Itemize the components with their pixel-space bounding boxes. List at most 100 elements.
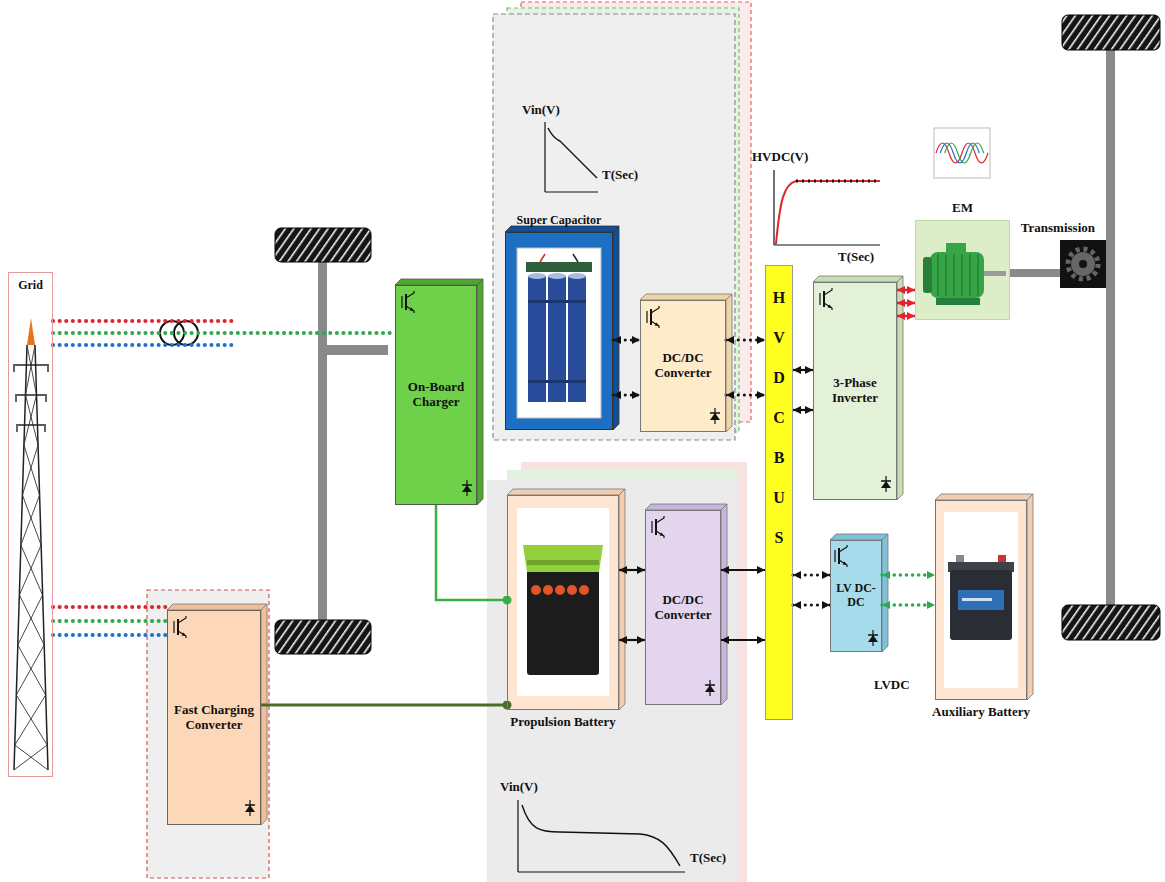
motor-box: EM	[915, 220, 1010, 320]
connector-line	[53, 343, 235, 347]
motor-picture	[946, 243, 966, 253]
battery-panel	[487, 462, 747, 882]
grid-source: Grid	[8, 272, 53, 777]
connector-line	[793, 604, 830, 607]
battery-voltage-plot	[518, 800, 685, 872]
power-tower	[13, 318, 49, 770]
box-label: HVDCBUS	[771, 278, 787, 558]
switch-symbol	[835, 545, 847, 567]
switch-symbol	[647, 306, 659, 328]
battery-voltage-plot	[517, 800, 518, 872]
connector-line	[53, 619, 167, 623]
battery-voltage-plot	[522, 805, 680, 866]
power-tower	[35, 345, 48, 770]
connector-line	[793, 369, 813, 371]
supercap-face	[528, 273, 546, 279]
battery-face	[517, 508, 609, 696]
battery-face	[531, 585, 541, 595]
aux-battery-face	[956, 555, 964, 562]
battery-face	[619, 489, 625, 710]
power-tower	[27, 318, 35, 345]
switch-symbol	[402, 291, 414, 313]
axle	[1106, 50, 1115, 605]
connector-line	[53, 319, 235, 323]
battery-face	[543, 585, 553, 595]
connector-line	[882, 573, 935, 577]
connector	[53, 607, 167, 635]
supercap-face	[528, 380, 586, 383]
box-label: On-Board Charger	[400, 380, 472, 410]
box-heading: Transmission	[1021, 221, 1095, 236]
power-tower	[44, 425, 46, 432]
gear-picture	[1079, 260, 1087, 268]
bus-voltage-plot	[776, 181, 880, 244]
converter-face	[726, 294, 732, 432]
connector-line	[53, 633, 167, 637]
connector-line	[1010, 269, 1060, 277]
power-tower	[13, 364, 49, 366]
inverter-face	[813, 276, 903, 500]
motor-picture	[984, 271, 1006, 276]
inverter-face	[813, 282, 897, 500]
aux-battery-face	[962, 598, 992, 601]
aux-battery-face	[998, 555, 1006, 562]
battery-face	[555, 585, 565, 595]
connector-line	[619, 639, 645, 641]
wheel	[1062, 605, 1160, 640]
connector-line	[897, 315, 915, 318]
motor-picture	[930, 252, 984, 298]
supercap-face	[568, 276, 586, 402]
axis-label: Vin(V)	[500, 780, 538, 795]
motor-picture	[936, 298, 980, 305]
connector-line	[726, 339, 765, 342]
motor-picture	[945, 254, 947, 296]
supercap-face	[528, 300, 586, 303]
connector-line	[261, 704, 507, 707]
box-label: LV DC-DC	[835, 582, 877, 610]
connector-line	[619, 569, 645, 571]
connector-line	[436, 505, 507, 600]
connector-line	[897, 289, 915, 292]
connector	[793, 575, 830, 605]
supercap-face	[528, 276, 546, 402]
switch-symbol	[652, 516, 664, 538]
lv-converter-face	[882, 534, 888, 652]
connector-line	[726, 394, 765, 397]
connector	[1010, 273, 1060, 274]
motor-picture	[953, 254, 955, 296]
supercap-face	[573, 254, 578, 262]
connector-line	[793, 574, 830, 577]
box-heading: Propulsion Battery	[510, 715, 616, 730]
switch-symbol	[881, 476, 891, 492]
aux-battery-face	[958, 590, 1004, 610]
axle	[318, 262, 327, 620]
connector-line	[897, 302, 915, 305]
converter-face	[640, 294, 732, 432]
box-heading: Auxiliary Battery	[932, 705, 1030, 720]
power-tower	[15, 394, 47, 396]
wheel	[275, 228, 371, 262]
box-label: Fast Charging Converter	[172, 703, 256, 733]
power-tower	[14, 345, 47, 770]
phase-waveform	[934, 128, 990, 178]
connector-line	[882, 603, 935, 607]
box-label: DC/DC Converter	[650, 593, 716, 623]
connector-line	[53, 331, 395, 335]
switch-symbol	[705, 680, 715, 696]
bus-face	[765, 265, 793, 720]
bus-face	[765, 265, 793, 720]
charger-box: On-Board Charger	[395, 285, 477, 505]
switch-symbol	[462, 480, 472, 496]
battery-box: Propulsion Battery	[507, 495, 619, 710]
supercap-face	[505, 226, 619, 430]
axis-label: T(Sec)	[838, 250, 874, 265]
switch-symbol	[174, 288, 891, 816]
connector	[436, 505, 507, 600]
supercap-voltage-plot	[545, 191, 598, 192]
power-tower	[47, 365, 49, 372]
power-tower	[15, 395, 17, 402]
connector-line	[721, 639, 765, 641]
connector	[882, 575, 935, 605]
